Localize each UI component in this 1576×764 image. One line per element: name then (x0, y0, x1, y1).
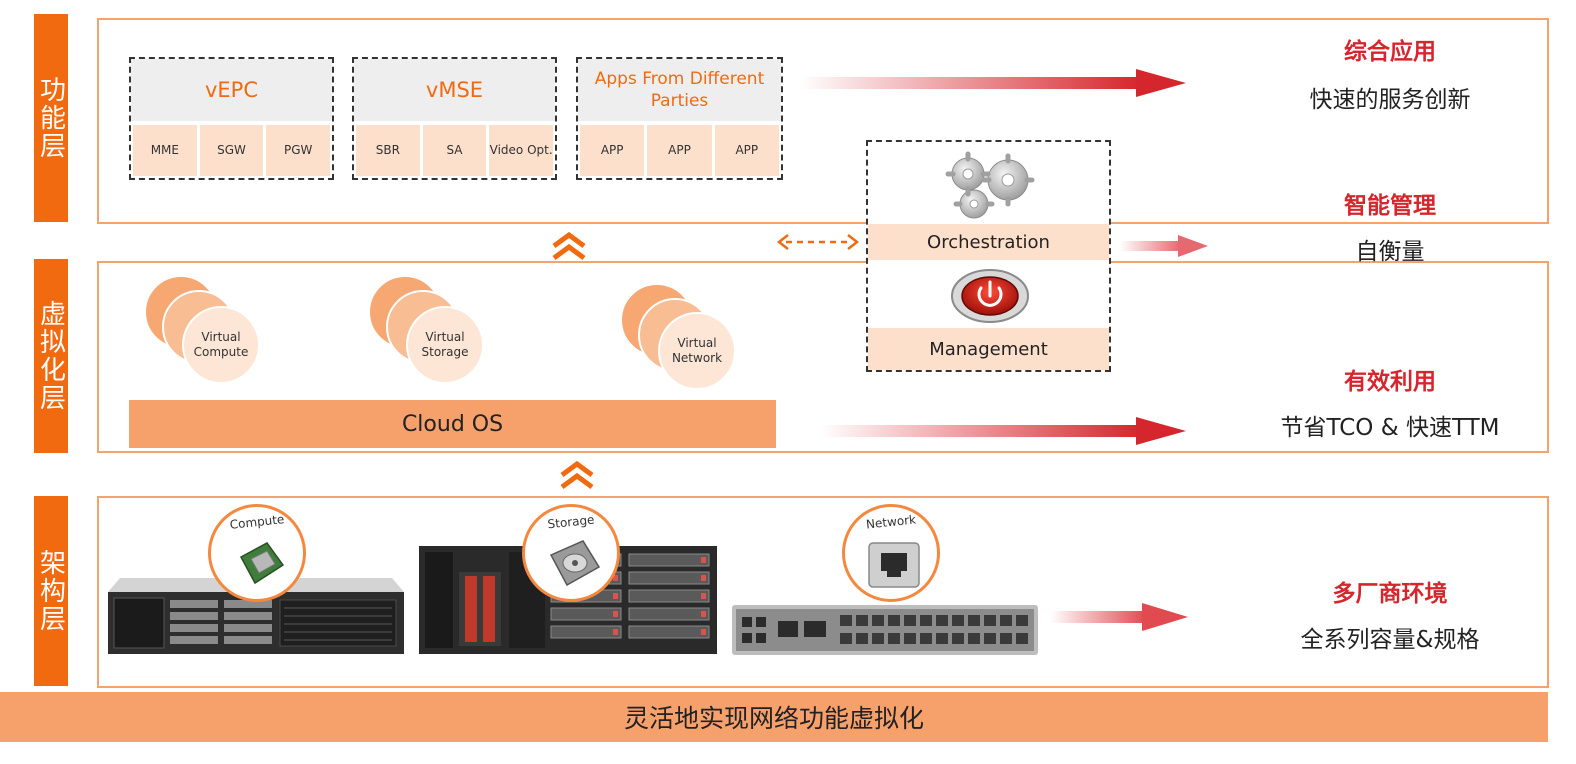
hard-drive-icon (549, 540, 601, 587)
benefit-subtitle: 全系列容量&规格 (1300, 627, 1480, 653)
virtual-storage-circle: Virtual Storage (406, 306, 484, 384)
vnf-cell: APP (714, 125, 779, 176)
orchestration-management-box: Orchestration Management (866, 140, 1111, 372)
vnf-cell: PGW (266, 125, 331, 176)
vnf-cell: SBR (356, 125, 420, 176)
layer-tab-infrastructure: 架构层 (34, 496, 68, 686)
vnf-cell: SGW (199, 125, 264, 176)
benefit-title: 智能管理 (1344, 193, 1436, 219)
right-arrow-icon (800, 69, 1186, 97)
vnf-title: vMSE (354, 59, 555, 121)
network-label-circle: Network (842, 504, 940, 602)
benefit-title: 综合应用 (1344, 39, 1436, 65)
management-label: Management (868, 328, 1109, 370)
layer-tab-function: 功能层 (34, 14, 68, 222)
storage-label-circle: Storage (522, 504, 620, 602)
right-arrow-icon (1050, 603, 1188, 631)
function-layer-frame (97, 18, 1549, 224)
benefit-subtitle: 快速的服务创新 (1309, 87, 1471, 113)
ethernet-port-icon (868, 542, 920, 588)
vnf-box-vepc: vEPC MME SGW PGW (129, 57, 334, 180)
up-chevron-icon (560, 460, 594, 490)
gears-icon (945, 151, 1035, 219)
benefit-subtitle: 节省TCO & 快速TTM (1280, 415, 1500, 441)
benefit-subtitle: 自衡量 (1355, 239, 1425, 265)
benefit-title: 有效利用 (1344, 369, 1436, 395)
vnf-cell: APP (580, 125, 645, 176)
right-arrow-icon (820, 417, 1186, 445)
benefit-title: 多厂商环境 (1332, 581, 1448, 607)
vnf-cell: Video Opt. (489, 125, 554, 176)
vnf-cell: APP (647, 125, 712, 176)
virtual-network-circle: Virtual Network (658, 312, 736, 390)
compute-label-circle: Compute (208, 504, 306, 602)
orchestration-label: Orchestration (868, 224, 1109, 260)
virtual-compute-circle: Virtual Compute (182, 306, 260, 384)
layer-tab-virtualization: 虚拟化层 (34, 259, 68, 453)
bidirectional-arrow-icon (776, 234, 860, 250)
cloud-os-bar: Cloud OS (129, 400, 776, 448)
cpu-chip-icon (239, 542, 285, 585)
vnf-cell: MME (133, 125, 197, 176)
footer-banner: 灵活地实现网络功能虚拟化 (0, 692, 1548, 742)
vnf-box-apps: Apps From Different Parties APP APP APP (576, 57, 783, 180)
vnf-title: vEPC (131, 59, 332, 121)
vnf-cell: SA (422, 125, 487, 176)
right-arrow-icon (1120, 235, 1208, 257)
up-chevron-icon (552, 231, 586, 261)
vnf-box-vmse: vMSE SBR SA Video Opt. (352, 57, 557, 180)
network-switch-icon (732, 605, 1038, 655)
vnf-title: Apps From Different Parties (578, 59, 781, 121)
rack-server-icon (108, 578, 404, 654)
power-icon (951, 269, 1029, 323)
